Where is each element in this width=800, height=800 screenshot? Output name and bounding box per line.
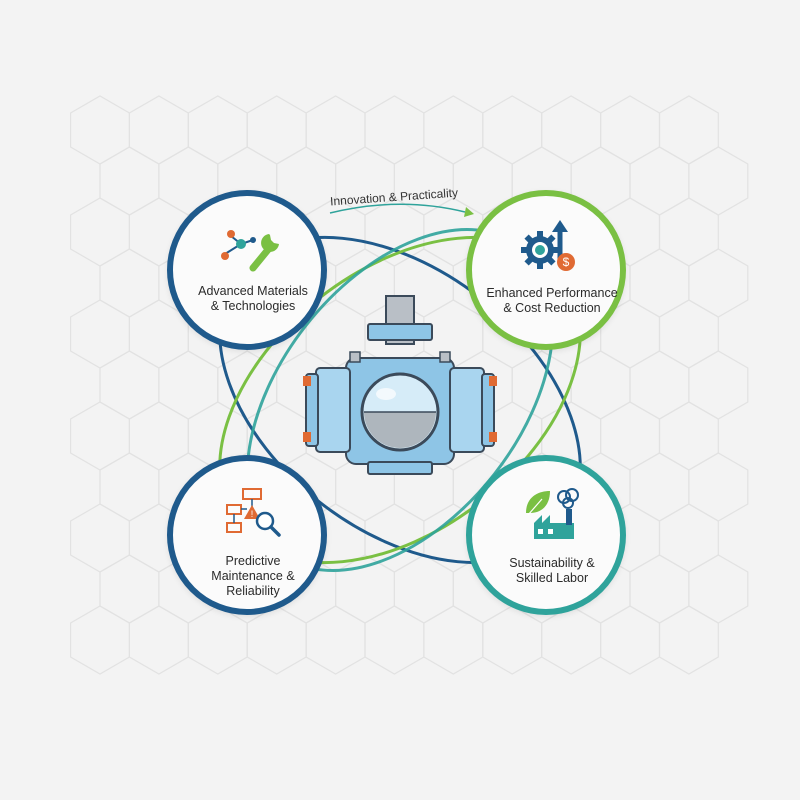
background-hexagon bbox=[128, 401, 189, 471]
background-hexagon bbox=[187, 605, 248, 675]
background-hexagon bbox=[69, 605, 130, 675]
caption-arrow bbox=[329, 203, 466, 214]
background-hexagon bbox=[629, 146, 690, 216]
background-hexagon bbox=[482, 95, 543, 165]
background-hexagon bbox=[541, 95, 602, 165]
background-hexagon bbox=[99, 248, 160, 318]
leaf-factory-brain-icon bbox=[526, 488, 579, 539]
background-hexagon bbox=[99, 146, 160, 216]
node-label: Advanced Materials & Technologies bbox=[198, 284, 308, 313]
background-hexagon bbox=[482, 605, 543, 675]
node-predictive-maintenance: ! Predictive Maintenance & Reliability bbox=[167, 455, 327, 615]
background-hexagon bbox=[658, 299, 719, 369]
node-label: Sustainability & Skilled Labor bbox=[509, 556, 595, 585]
background-hexagon bbox=[99, 554, 160, 624]
background-hexagon bbox=[69, 299, 130, 369]
background-hexagon bbox=[69, 401, 130, 471]
background-hexagon bbox=[305, 95, 366, 165]
background-hexagon bbox=[99, 350, 160, 420]
node-label: Enhanced Performance & Cost Reduction bbox=[486, 286, 618, 315]
background-hexagon bbox=[629, 554, 690, 624]
svg-text:!: ! bbox=[251, 509, 254, 519]
background-hexagon bbox=[393, 554, 454, 624]
background-hexagon bbox=[69, 197, 130, 267]
gear-dollar-growth-icon: $ bbox=[521, 220, 575, 271]
flowchart-magnifier-icon: ! bbox=[226, 488, 281, 537]
node-enhanced-performance: $ Enhanced Performance & Cost Reduction bbox=[466, 190, 626, 350]
background-hexagon bbox=[599, 605, 661, 675]
background-hexagon bbox=[599, 95, 661, 165]
background-hexagon bbox=[364, 605, 425, 675]
node-advanced-materials: Advanced Materials & Technologies bbox=[167, 190, 327, 350]
background-hexagon bbox=[629, 350, 690, 420]
background-hexagon bbox=[688, 146, 749, 216]
node-sustainability: Sustainability & Skilled Labor bbox=[466, 455, 626, 615]
node-label: Predictive Maintenance & Reliability bbox=[211, 554, 295, 598]
background-hexagon bbox=[599, 401, 661, 471]
background-hexagon bbox=[423, 605, 484, 675]
svg-text:$: $ bbox=[563, 255, 570, 269]
wrench-network-icon bbox=[221, 230, 279, 272]
background-hexagon bbox=[658, 197, 719, 267]
background-hexagon bbox=[99, 452, 160, 522]
background-hexagon bbox=[541, 605, 602, 675]
background-hexagon bbox=[364, 95, 425, 165]
background-hexagon bbox=[69, 95, 130, 165]
background-hexagon bbox=[688, 554, 749, 624]
background-hexagon bbox=[570, 350, 631, 420]
background-hexagon bbox=[688, 452, 749, 522]
background-hexagon bbox=[158, 350, 219, 420]
background-hexagon bbox=[658, 401, 719, 471]
background-hexagon bbox=[423, 95, 484, 165]
background-hexagon bbox=[658, 503, 719, 573]
background-hexagon bbox=[658, 605, 719, 675]
ball-valve-icon bbox=[303, 295, 497, 475]
background-hexagon bbox=[128, 95, 189, 165]
background-hexagon bbox=[688, 350, 749, 420]
background-hexagon bbox=[688, 248, 749, 318]
caption-arrowhead bbox=[464, 207, 474, 217]
background-hexagon bbox=[128, 605, 189, 675]
background-hexagon bbox=[187, 95, 248, 165]
background-hexagon bbox=[246, 95, 307, 165]
background-hexagon bbox=[69, 503, 130, 573]
background-hexagon bbox=[658, 95, 719, 165]
background-hexagon bbox=[629, 452, 690, 522]
background-hexagon bbox=[246, 605, 307, 675]
background-hexagon bbox=[629, 248, 690, 318]
background-hexagon bbox=[305, 605, 366, 675]
